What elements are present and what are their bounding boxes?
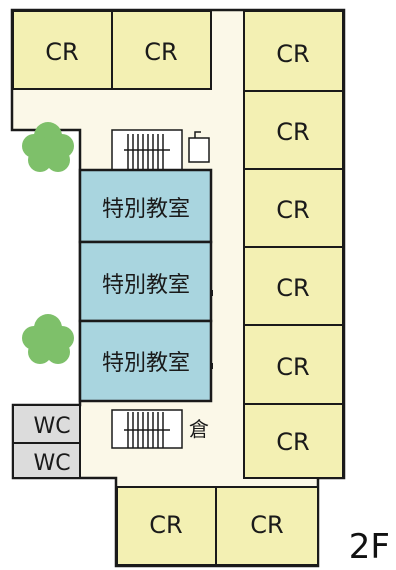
room-label-cr: CR bbox=[276, 353, 309, 381]
room-label-storage: 倉 bbox=[189, 417, 209, 441]
classroom-cr-4 bbox=[243, 90, 344, 170]
wall-mark bbox=[211, 363, 213, 369]
room-label-cr: CR bbox=[276, 274, 309, 302]
classroom-cr-2 bbox=[111, 10, 212, 90]
special-room-1 bbox=[78, 168, 213, 244]
tree-icon bbox=[22, 314, 74, 364]
classroom-cr-7 bbox=[243, 324, 344, 405]
room-label-cr: CR bbox=[250, 511, 283, 539]
special-room-3 bbox=[78, 319, 213, 403]
classroom-cr-10 bbox=[215, 486, 319, 566]
room-label-cr: CR bbox=[45, 38, 78, 66]
room-label-cr: CR bbox=[276, 40, 309, 68]
room-label-cr: CR bbox=[276, 196, 309, 224]
room-label-cr: CR bbox=[276, 428, 309, 456]
classroom-cr-8 bbox=[243, 403, 344, 479]
door-icon bbox=[188, 131, 210, 163]
room-label-cr: CR bbox=[276, 118, 309, 146]
floor-label: 2F bbox=[348, 527, 390, 567]
classroom-cr-9 bbox=[116, 486, 217, 566]
room-label-cr: CR bbox=[144, 38, 177, 66]
room-label-cr: CR bbox=[149, 511, 182, 539]
room-label-special: 特別教室 bbox=[102, 351, 190, 376]
wall-mark bbox=[211, 290, 213, 296]
room-label-wc: WC bbox=[33, 414, 70, 439]
stairs-icon bbox=[111, 129, 183, 171]
tree-icon bbox=[22, 122, 74, 172]
classroom-cr-5 bbox=[243, 168, 344, 248]
toilet-wc-1 bbox=[12, 404, 81, 444]
classroom-cr-3 bbox=[243, 10, 344, 92]
room-label-wc: WC bbox=[33, 451, 70, 476]
room-label-special: 特別教室 bbox=[102, 273, 190, 298]
toilet-wc-2 bbox=[12, 442, 81, 479]
special-room-2 bbox=[78, 240, 213, 323]
stairs-icon bbox=[111, 409, 183, 449]
room-label-special: 特別教室 bbox=[102, 197, 190, 222]
